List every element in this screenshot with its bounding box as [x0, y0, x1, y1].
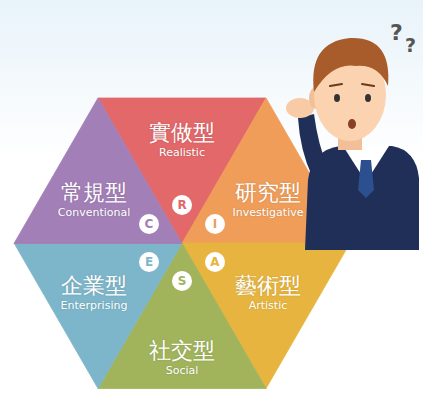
type-name: 社交型 [149, 338, 215, 364]
man-brow [330, 84, 342, 86]
segment-text: 企業型Enterprising [61, 273, 128, 313]
letter-circle: R [172, 195, 192, 215]
type-english: Realistic [149, 146, 215, 160]
question-mark: ? [405, 36, 416, 55]
segment-text: 社交型Social [149, 338, 215, 378]
type-name: 實做型 [149, 120, 215, 146]
type-name: 常規型 [58, 180, 131, 206]
type-name: 研究型 [233, 180, 304, 206]
type-name: 藝術型 [235, 273, 301, 299]
segment-fill [14, 243, 182, 388]
type-english: Investigative [233, 206, 304, 220]
man-hair [313, 38, 388, 92]
question-mark: ? [390, 22, 403, 44]
type-english: Artistic [235, 299, 301, 313]
type-english: Social [149, 364, 215, 378]
type-letter: S [178, 274, 187, 288]
segment-text: 實做型Realistic [149, 120, 215, 160]
man-eye [334, 94, 340, 102]
type-name: 企業型 [61, 273, 128, 299]
letter-circle: S [172, 271, 192, 291]
man-mouth [348, 119, 356, 129]
segment-text: 藝術型Artistic [235, 273, 301, 313]
letter-circle: E [139, 252, 159, 272]
type-english: Enterprising [61, 299, 128, 313]
letter-circle: I [205, 214, 225, 234]
type-letter: C [145, 217, 154, 231]
type-letter: A [210, 255, 219, 269]
segment-fill [14, 98, 182, 243]
man-brow [362, 84, 374, 86]
letter-circle: C [139, 214, 159, 234]
type-english: Conventional [58, 206, 131, 220]
man-tie [358, 160, 374, 198]
segment-text: 常規型Conventional [58, 180, 131, 220]
man-eye [365, 94, 371, 102]
type-letter: R [177, 198, 186, 212]
letter-circle: A [205, 252, 225, 272]
type-letter: I [213, 217, 217, 231]
type-letter: E [145, 255, 153, 269]
segment-text: 研究型Investigative [233, 180, 304, 220]
